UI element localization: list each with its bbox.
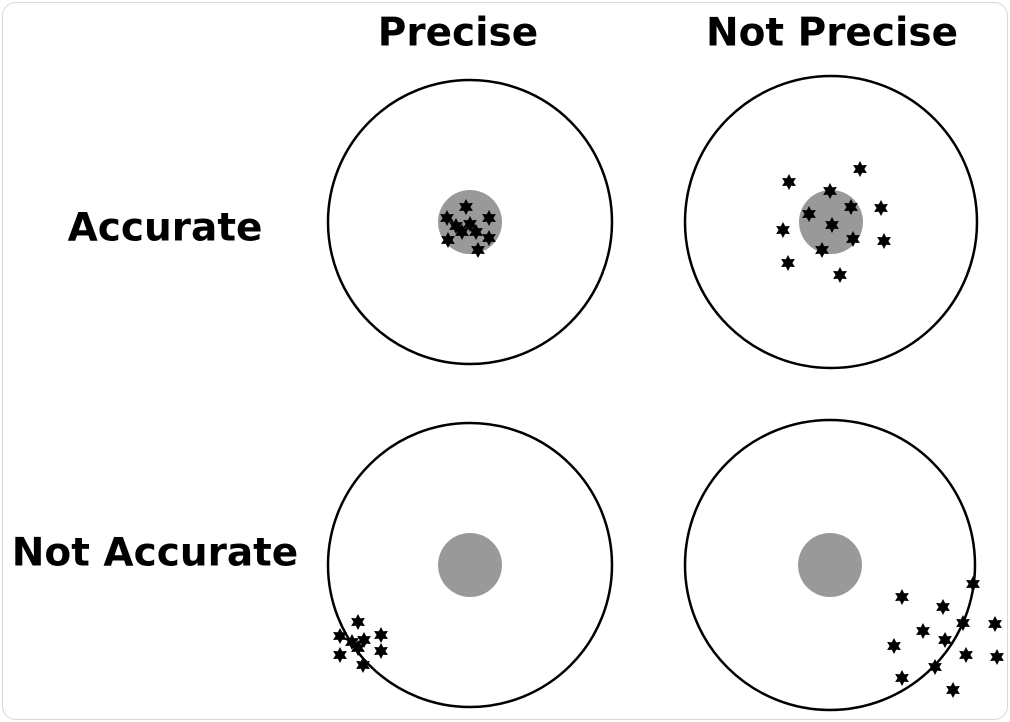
shot-mark bbox=[482, 210, 496, 226]
shot-mark bbox=[938, 632, 952, 648]
shot-mark bbox=[482, 230, 496, 246]
shot-mark bbox=[823, 183, 837, 199]
target-not-precise-accurate bbox=[683, 74, 979, 370]
shot-mark bbox=[988, 616, 1002, 632]
shot-mark bbox=[333, 628, 347, 644]
shot-mark bbox=[469, 224, 483, 240]
shot-mark bbox=[825, 217, 839, 233]
shot-mark bbox=[956, 615, 970, 631]
row-label-not-accurate: Not Accurate bbox=[11, 530, 299, 576]
shot-mark bbox=[345, 634, 359, 650]
shot-mark bbox=[459, 199, 473, 215]
shot-mark bbox=[374, 627, 388, 643]
shot-mark bbox=[853, 161, 867, 177]
shot-mark bbox=[356, 657, 370, 673]
shot-mark bbox=[351, 640, 365, 656]
shot-mark bbox=[333, 647, 347, 663]
shot-mark bbox=[781, 255, 795, 271]
shot-mark bbox=[449, 218, 463, 234]
row-label-accurate: Accurate bbox=[67, 205, 263, 251]
shot-mark bbox=[966, 576, 980, 592]
target-not-precise-not-accurate bbox=[683, 418, 977, 712]
shot-mark bbox=[874, 200, 888, 216]
bullseye bbox=[798, 533, 862, 597]
shot-mark bbox=[928, 659, 942, 675]
shot-mark bbox=[802, 206, 816, 222]
shot-mark bbox=[916, 623, 930, 639]
shot-mark bbox=[351, 614, 365, 630]
shot-mark bbox=[887, 638, 901, 654]
shot-mark bbox=[877, 233, 891, 249]
target-precise-accurate bbox=[326, 78, 614, 366]
shot-mark bbox=[776, 222, 790, 238]
shot-mark bbox=[374, 643, 388, 659]
shot-mark bbox=[471, 242, 485, 258]
shot-mark bbox=[440, 210, 454, 226]
column-label-not-precise: Not Precise bbox=[705, 10, 959, 56]
shot-mark bbox=[357, 632, 371, 648]
shot-mark bbox=[455, 224, 469, 240]
shot-mark bbox=[946, 682, 960, 698]
shot-mark bbox=[782, 174, 796, 190]
shot-mark bbox=[815, 242, 829, 258]
shot-mark bbox=[463, 216, 477, 232]
shot-mark bbox=[990, 649, 1004, 665]
shot-mark bbox=[895, 670, 909, 686]
shot-mark bbox=[846, 231, 860, 247]
shot-mark bbox=[959, 647, 973, 663]
shot-mark bbox=[895, 589, 909, 605]
shot-mark bbox=[441, 232, 455, 248]
shot-mark bbox=[936, 599, 950, 615]
shot-mark bbox=[833, 267, 847, 283]
bullseye bbox=[438, 533, 502, 597]
target-precise-not-accurate bbox=[326, 421, 614, 709]
shot-mark bbox=[844, 199, 858, 215]
column-label-precise: Precise bbox=[377, 10, 539, 56]
